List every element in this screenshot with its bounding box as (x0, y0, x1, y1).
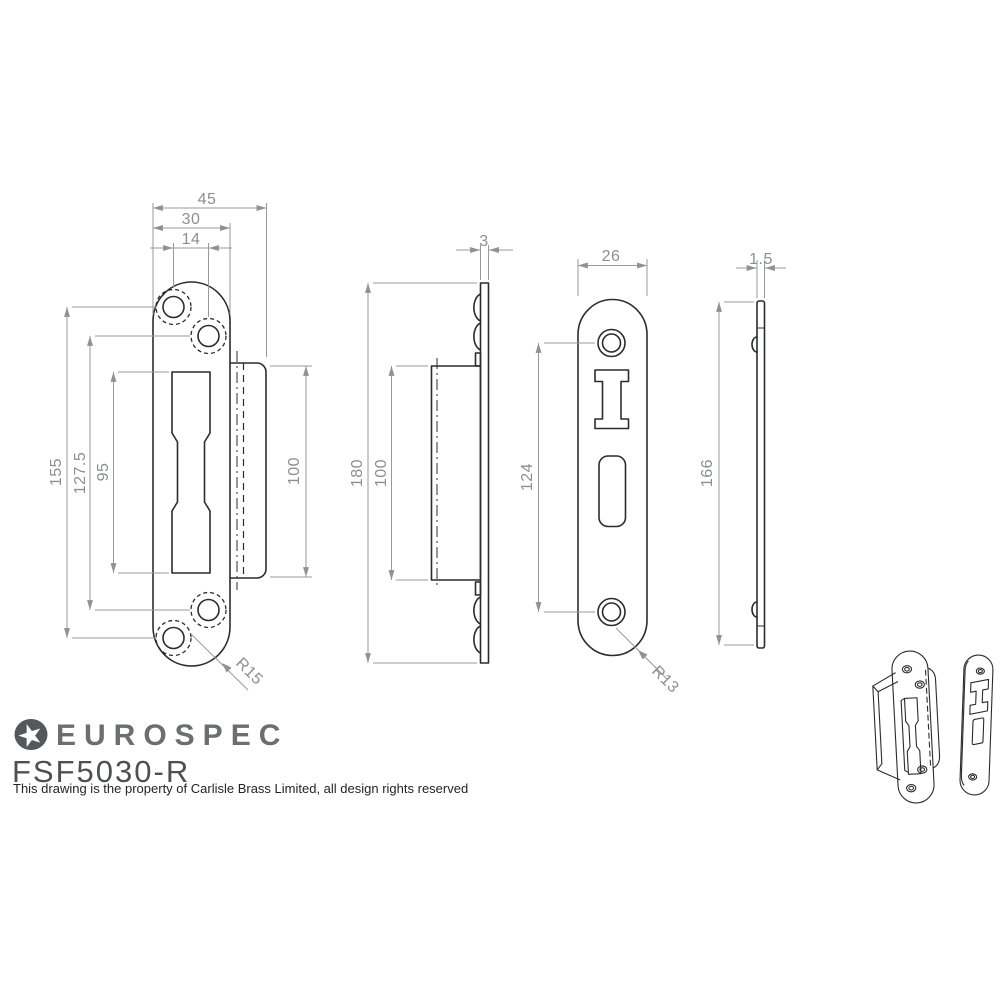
screw-hole-bottom-left (155, 619, 192, 657)
thumb-slot (903, 697, 922, 775)
thumb-faceplate (959, 654, 994, 796)
dimension-overall-width: 45 (152, 191, 267, 357)
dimension-hole-offset: 14 (150, 231, 232, 317)
dim-label-r15: R15 (232, 655, 266, 689)
thumb-plate (891, 650, 935, 804)
dimension-outer-hole-spacing: 155 (48, 306, 157, 639)
faceplate-side-bump-top (751, 336, 758, 353)
screw-hole-top-left (155, 288, 192, 326)
faceplate-hole-top (597, 328, 626, 358)
dimension-side-height: 180 (349, 282, 477, 664)
dimension-face-height: 166 (699, 301, 754, 646)
flange-outline (229, 362, 267, 579)
logo-ellipse (14, 719, 48, 750)
dim-label-180: 180 (349, 459, 366, 487)
radius-leader-r13: R13 (615, 627, 682, 697)
dimension-plate-width: 30 (153, 211, 231, 314)
side-screw-bumps-top (473, 293, 482, 351)
view-faceplate-side: 1.5 166 (699, 251, 786, 649)
faceplate-side-bump-bottom (751, 601, 758, 618)
thumb-faceplate-slot (971, 717, 985, 746)
screw-hole-top-right (190, 317, 227, 355)
dimension-side-box-height: 100 (373, 365, 428, 581)
side-plate-strip (479, 282, 490, 664)
screw-hole-bottom-right (190, 591, 227, 629)
thumb-lip-dash (924, 669, 932, 769)
dimension-face-hole-spacing: 124 (519, 342, 595, 613)
view-faceplate-front: 26 124 R13 (519, 248, 682, 697)
dim-label-155: 155 (48, 458, 65, 486)
dim-label-166: 166 (699, 459, 716, 487)
thumb-slot-depth (900, 697, 909, 773)
view-strike-plate-front: 45 30 14 155 127.5 (48, 191, 312, 691)
dim-label-3: 3 (479, 233, 488, 250)
star-icon: ★ (12, 716, 48, 752)
dimension-face-width: 26 (577, 248, 648, 296)
thumb-faceplate-3d (959, 654, 994, 796)
side-flange-tab-bottom (474, 581, 482, 596)
faceplate-side-strip (756, 300, 766, 649)
dim-label-100-flange: 100 (286, 457, 303, 485)
dim-label-95: 95 (95, 463, 112, 482)
view-strike-plate-side: 3 180 100 (349, 233, 513, 664)
dim-label-124: 124 (519, 463, 536, 491)
thumb-lip (927, 667, 941, 769)
brand-name: EUROSPEC (56, 719, 289, 752)
dim-label-r13: R13 (648, 663, 682, 697)
radius-leader-r15: R15 (190, 633, 266, 691)
dimension-flange-height: 100 (270, 365, 312, 578)
thumb-lock-box (872, 672, 901, 781)
thumb-faceplate-latch-cutout (969, 678, 990, 715)
faceplate-latch-cutout (594, 369, 630, 430)
thumb-faceplate-holes (968, 667, 985, 781)
thumb-screw-holes (901, 665, 928, 793)
faceplate-outline (577, 298, 648, 657)
plate-outline (152, 281, 231, 667)
dim-label-100-box: 100 (373, 459, 390, 487)
faceplate-hole-bottom (597, 597, 626, 627)
dimension-inner-hole-spacing: 127.5 (72, 335, 190, 611)
dimension-face-thickness: 1.5 (736, 251, 786, 298)
dim-label-14: 14 (182, 231, 201, 248)
faceplate-deadbolt-slot (598, 455, 627, 528)
copyright-disclaimer: This drawing is the property of Carlisle… (13, 781, 469, 796)
latch-slot (171, 371, 211, 574)
thumb-strike-plate-3d (872, 650, 941, 804)
eurospec-logo: ★ (12, 716, 48, 752)
thumb-faceplate-edge (960, 660, 969, 786)
side-lock-box (430, 365, 482, 581)
side-screw-bumps-bottom (473, 596, 482, 654)
dim-label-26: 26 (602, 248, 621, 265)
dim-label-1-5: 1.5 (749, 251, 773, 268)
dimension-slot-height: 95 (95, 371, 169, 574)
dim-label-127-5: 127.5 (72, 452, 89, 495)
dimension-side-thickness: 3 (456, 233, 513, 280)
dim-label-45: 45 (198, 191, 217, 208)
model-number: FSF5030-R (12, 754, 191, 789)
side-flange-tab-top (474, 352, 482, 367)
dim-label-30: 30 (182, 211, 201, 228)
